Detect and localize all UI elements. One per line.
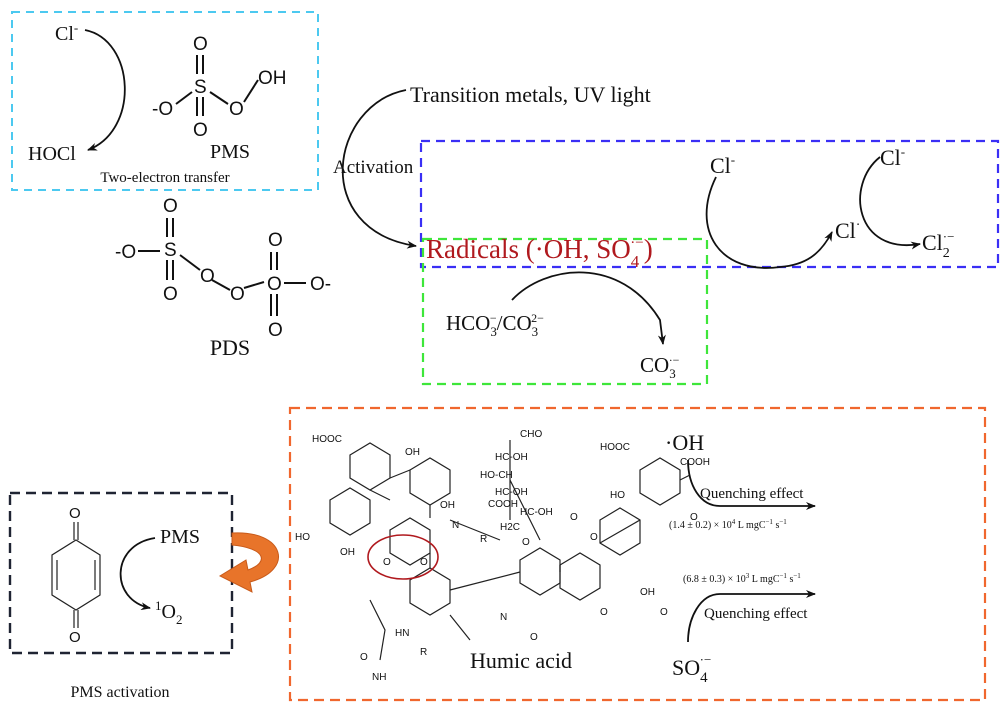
svg-text:N: N <box>500 612 507 623</box>
svg-text:O-: O- <box>310 274 331 295</box>
svg-text:O: O <box>193 34 208 55</box>
svg-text:OH: OH <box>258 68 287 89</box>
svg-text:Quenching effect: Quenching effect <box>704 606 808 622</box>
chloride-label: Cl- <box>55 20 78 45</box>
svg-text:O: O <box>660 607 668 618</box>
svg-text:HC-OH: HC-OH <box>495 452 528 463</box>
carbonate-pathway: HCO3−/CO32− CO3·− <box>446 271 680 381</box>
quenching-oh: ·OH Quenching effect (1.4 ± 0.2) × 104 L… <box>665 430 816 531</box>
svg-text:O: O <box>600 607 608 618</box>
carbonate-radical-box <box>421 237 709 386</box>
humic-acid-structure <box>329 440 691 661</box>
svg-text:Cl-: Cl- <box>880 144 905 170</box>
svg-text:HO: HO <box>610 490 625 501</box>
svg-text:O: O <box>229 99 244 120</box>
pds-label: PDS <box>210 335 250 360</box>
svg-text:R: R <box>480 534 487 545</box>
humic-acid-box <box>288 406 987 702</box>
svg-text:O: O <box>69 505 81 522</box>
chlorine-radical-box <box>419 139 1000 269</box>
pms-activation-arrow <box>119 537 156 611</box>
svg-text:HC-OH: HC-OH <box>520 507 553 518</box>
svg-text:O: O <box>360 652 368 663</box>
svg-text:(6.8 ± 0.3) × 103 L mgC−1 s−1: (6.8 ± 0.3) × 103 L mgC−1 s−1 <box>683 572 801 585</box>
svg-text:O: O <box>200 266 215 287</box>
hocl-label: HOCl <box>28 143 76 165</box>
benzoquinone-structure: O O <box>51 505 101 646</box>
arrow <box>84 29 126 151</box>
quenching-so4: (6.8 ± 0.3) × 103 L mgC−1 s−1 Quenching … <box>672 572 816 686</box>
svg-text:O: O <box>230 284 245 305</box>
svg-text:-O: -O <box>152 99 173 120</box>
svg-text:-O: -O <box>115 242 136 263</box>
svg-text:CO3·−: CO3·− <box>640 353 680 381</box>
svg-text:O: O <box>522 537 530 548</box>
svg-text:CHO: CHO <box>520 429 542 440</box>
svg-text:Cl2·−: Cl2·− <box>922 229 954 261</box>
svg-text:Cl·: Cl· <box>835 218 860 243</box>
svg-text:S: S <box>164 240 177 261</box>
pms-label: PMS <box>210 141 250 163</box>
svg-text:COOH: COOH <box>680 457 710 468</box>
svg-text:(1.4 ± 0.2) × 104 L mgC−1 s−1: (1.4 ± 0.2) × 104 L mgC−1 s−1 <box>669 518 787 531</box>
svg-text:OH: OH <box>640 587 655 598</box>
radicals-label: Radicals (·OH, SO4·−) <box>426 234 653 271</box>
svg-text:·OH: ·OH <box>665 430 704 455</box>
svg-text:OH: OH <box>440 500 455 511</box>
pms-activation-caption: PMS activation <box>70 684 169 701</box>
svg-text:O: O <box>420 557 428 568</box>
svg-text:HO-CH: HO-CH <box>480 470 513 481</box>
activation-label: Activation <box>333 157 414 178</box>
svg-text:HN: HN <box>395 628 409 639</box>
svg-text:O: O <box>690 512 698 523</box>
svg-text:S: S <box>194 77 207 98</box>
svg-text:OH: OH <box>340 547 355 558</box>
svg-text:O: O <box>570 512 578 523</box>
activation-source: Transition metals, UV light <box>410 82 651 107</box>
svg-text:HC-OH: HC-OH <box>495 487 528 498</box>
svg-text:HOOC: HOOC <box>312 434 342 445</box>
humic-acid-groups: HOOC OH OH HO OH N R COOH CHO HC-OH HO-C… <box>295 429 710 683</box>
svg-text:O: O <box>163 196 178 217</box>
two-electron-transfer: Cl- HOCl O S O -O O OH PMS Two-electron … <box>28 20 287 186</box>
two-electron-box <box>11 11 319 191</box>
activation-arrow <box>341 89 417 249</box>
svg-text:HCO3−/CO32−: HCO3−/CO32− <box>446 311 544 339</box>
humic-acid-label: Humic acid <box>470 648 572 673</box>
pms-structure: O S O -O O OH <box>152 34 287 141</box>
svg-text:O: O <box>383 557 391 568</box>
svg-text:N: N <box>452 520 459 531</box>
svg-text:O: O <box>530 632 538 643</box>
svg-text:O: O <box>267 274 282 295</box>
svg-text:SO4·−: SO4·− <box>672 652 711 686</box>
svg-text:H2C: H2C <box>500 522 520 533</box>
pds-structure: O S O -O O O O O O O- <box>115 196 331 341</box>
svg-text:Cl-: Cl- <box>710 152 735 178</box>
svg-text:O: O <box>268 320 283 341</box>
svg-text:O: O <box>69 629 81 646</box>
svg-text:R: R <box>420 647 427 658</box>
two-electron-caption: Two-electron transfer <box>100 170 229 186</box>
svg-text:O: O <box>268 230 283 251</box>
svg-text:NH: NH <box>372 672 386 683</box>
singlet-oxygen-label: 1O2 <box>155 598 182 627</box>
svg-text:OH: OH <box>405 447 420 458</box>
svg-text:HO: HO <box>295 532 310 543</box>
svg-text:O: O <box>590 532 598 543</box>
pms-reactant-label: PMS <box>160 526 200 548</box>
quinone-highlight-circle <box>367 534 439 580</box>
svg-text:COOH: COOH <box>488 499 518 510</box>
chlorine-pathway: Cl- Cl· Cl- Cl2·− <box>705 144 954 269</box>
svg-text:O: O <box>193 120 208 141</box>
svg-text:O: O <box>163 284 178 305</box>
orange-curved-arrow <box>218 532 279 593</box>
svg-text:Quenching effect: Quenching effect <box>700 486 804 502</box>
svg-text:HOOC: HOOC <box>600 442 630 453</box>
